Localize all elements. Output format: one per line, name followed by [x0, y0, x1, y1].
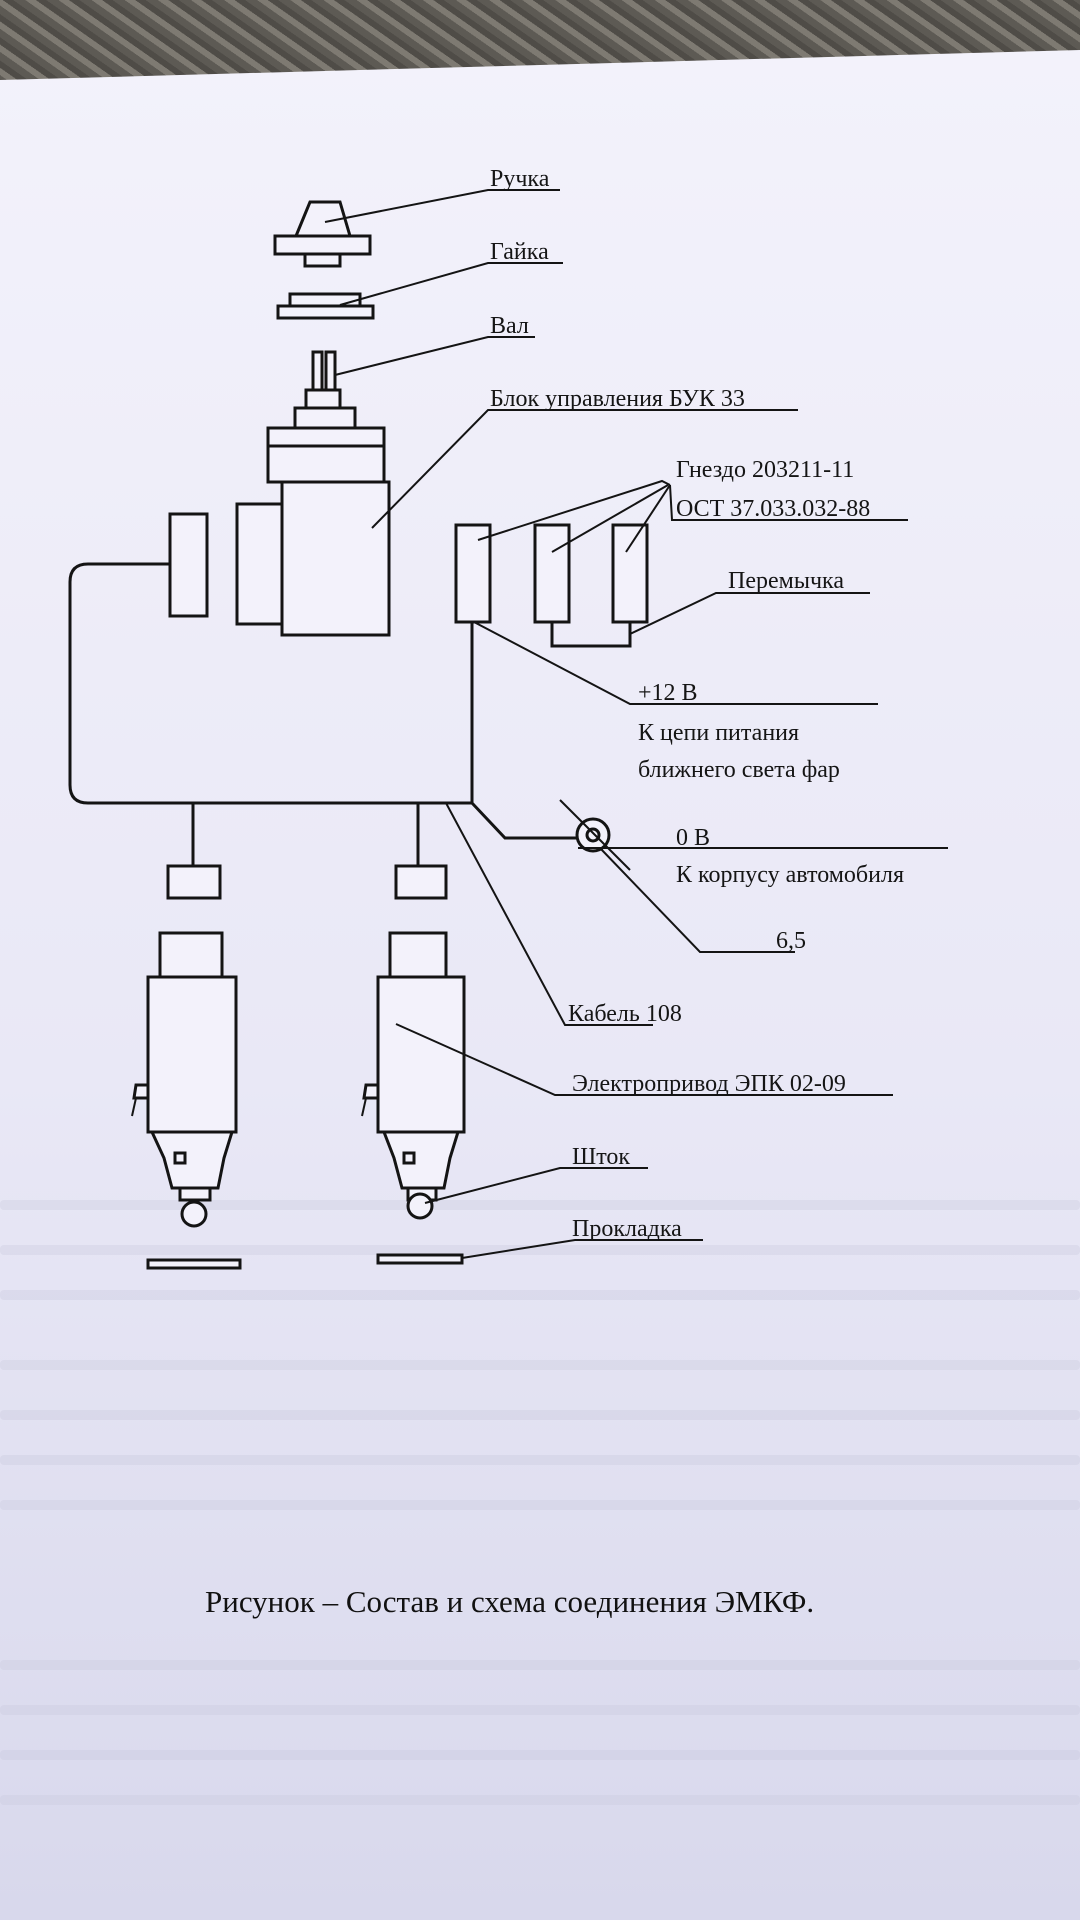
ground-terminal: [559, 799, 631, 871]
label-socket-line1: Гнездо 203211-11: [676, 457, 854, 483]
bleed-through-line: [0, 1795, 1080, 1805]
plug-left: [166, 864, 222, 900]
main-harness: [68, 562, 474, 805]
actuator-left: [131, 931, 238, 1228]
figure-caption: Рисунок – Состав и схема соединения ЭМКФ…: [205, 1584, 814, 1619]
socket-2: [533, 523, 571, 624]
control-block-part: [235, 406, 391, 637]
label-plus12-desc-line2: ближнего света фар: [638, 757, 840, 783]
bleed-through-line: [0, 1500, 1080, 1510]
bleed-through-line: [0, 1750, 1080, 1760]
actuator-right: [361, 931, 466, 1220]
label-cable: Кабель 108: [568, 1001, 682, 1027]
label-zero-voltage: 0 В: [676, 825, 710, 851]
bleed-through-line: [0, 1410, 1080, 1420]
left-connector: [168, 512, 209, 618]
label-control-block: Блок управления БУК 33: [490, 386, 745, 412]
label-handle: Ручка: [490, 166, 550, 192]
label-nut: Гайка: [490, 239, 549, 265]
bleed-through-line: [0, 1200, 1080, 1210]
bleed-through-line: [0, 1660, 1080, 1670]
shaft-part: [304, 350, 342, 412]
leader-lines: [324, 189, 948, 1259]
plug-right: [394, 864, 448, 900]
label-rod: Шток: [572, 1144, 630, 1170]
gasket-right: [376, 1253, 464, 1265]
bleed-through-line: [0, 1705, 1080, 1715]
label-actuator: Электропривод ЭПК 02-09: [572, 1071, 846, 1097]
bleed-through-line: [0, 1290, 1080, 1300]
label-dimension: 6,5: [776, 928, 806, 954]
label-plus12-desc-line1: К цепи питания: [638, 720, 799, 746]
label-zero-desc: К корпусу автомобиля: [676, 862, 904, 888]
bleed-through-line: [0, 1360, 1080, 1370]
label-shaft: Вал: [490, 313, 529, 339]
ground-wire: [470, 801, 578, 840]
socket-1: [454, 523, 492, 624]
nut-part: [276, 292, 375, 320]
label-gasket: Прокладка: [572, 1216, 682, 1242]
label-jumper: Перемычка: [728, 568, 844, 594]
label-plus12-voltage: +12 В: [638, 680, 698, 706]
socket-3: [611, 523, 649, 624]
bleed-through-line: [0, 1455, 1080, 1465]
handle-part: [273, 200, 372, 268]
jumper-wire: [550, 622, 632, 648]
bleed-through-line: [0, 1245, 1080, 1255]
gasket-left: [146, 1258, 242, 1270]
label-socket-line2: ОСТ 37.033.032-88: [676, 496, 870, 522]
